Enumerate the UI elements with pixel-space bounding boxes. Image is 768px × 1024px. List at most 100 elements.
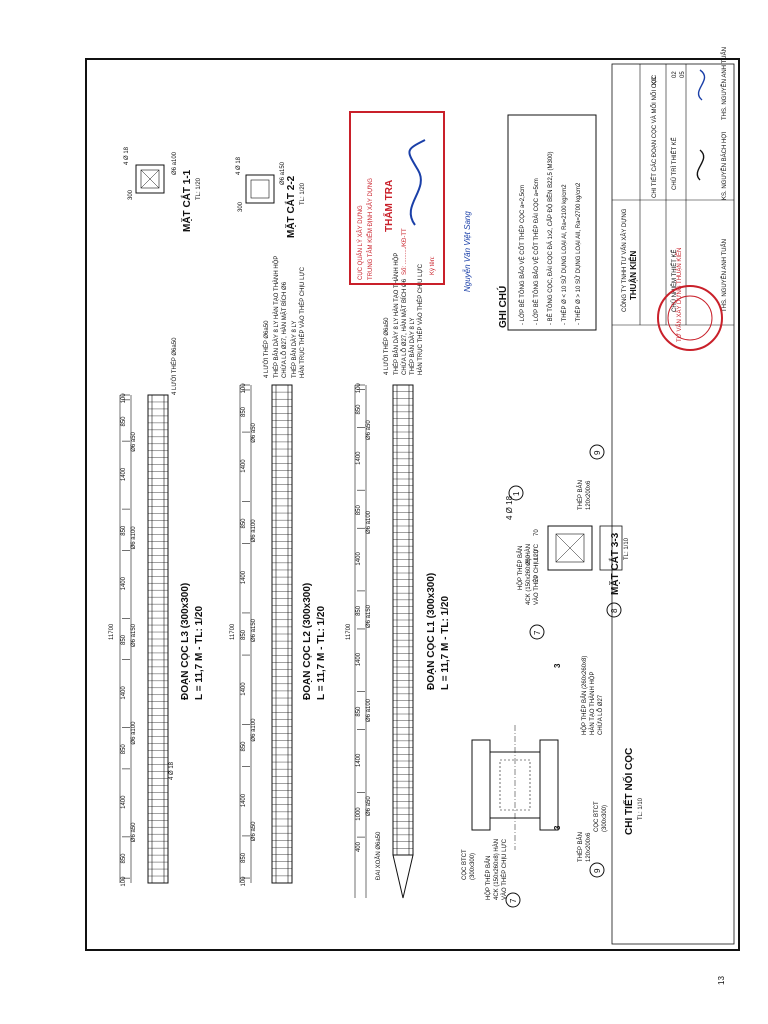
pile-l2-total: 11700 bbox=[230, 623, 236, 640]
stirrup-spacing: Ø6 a150 bbox=[366, 604, 372, 628]
company-stamp-inner bbox=[667, 295, 713, 341]
pile-l3-total: 11700 bbox=[109, 623, 115, 640]
joint-label-coc-bot: CỌC BTCT bbox=[594, 801, 600, 832]
review-stamp: CỤC QUẢN LÝ XÂY DỰNG TRUNG TÂM KIỂM ĐỊNH… bbox=[349, 111, 472, 292]
joint-label-ban-size: 120x200x6 bbox=[586, 832, 592, 862]
joint-section-mark-top: 3 bbox=[553, 663, 562, 668]
tb-role-2: CHỦ TRÌ THIẾT KẾ bbox=[671, 137, 678, 190]
segment-length: 100 bbox=[356, 383, 362, 394]
pile-l3: 11700 ĐOẠN CỌC L3 (300x300) L = 11,7 M -… bbox=[109, 337, 205, 887]
marker-1-label: 1 bbox=[512, 491, 521, 496]
pile-l2-callout-top: 4 LƯỚI THÉP Ø6a50 bbox=[263, 320, 270, 378]
stirrup-spacing: Ø6 a150 bbox=[131, 623, 137, 647]
note-line-4: - THÉP Ø < 10 SỬ DỤNG LOẠI AI, Ra=2100 k… bbox=[561, 184, 568, 325]
joint-detail: 3 3 CỌC BTCT (300x300) HỘP THÉP BẢN 4CK … bbox=[462, 543, 644, 908]
review-stamp-line1: CỤC QUẢN LÝ XÂY DỰNG bbox=[357, 205, 364, 280]
joint-label-hop-right-spec2: VÀO THÉP CHỊU LỰC bbox=[533, 543, 540, 605]
stirrup-spacing: Ø6 a100 bbox=[251, 718, 257, 742]
company-stamp-text: TƯ VẤN XÂY DỰNG THUẬN KIÊN bbox=[675, 248, 683, 342]
tb-signature-2 bbox=[697, 69, 706, 101]
joint-label-hop: HỘP THÉP BẢN bbox=[485, 856, 492, 900]
joint-label-hop2: HỘP THÉP BẢN (260x260x8) bbox=[581, 656, 588, 735]
pile-l2-callout-3: CHỪA LỖ Ø27, HÀN MẶT BÍCH Ø6 bbox=[281, 281, 288, 378]
segment-length: 850 bbox=[121, 416, 127, 427]
joint-label-hop2-c: CHỪA LỖ Ø27 bbox=[597, 694, 604, 735]
section-2-2-dim: 300 bbox=[238, 201, 244, 212]
segment-length: 100 bbox=[241, 383, 247, 394]
segment-length: 850 bbox=[241, 406, 247, 417]
company-stamp bbox=[657, 285, 723, 351]
section-1-1-outline bbox=[135, 164, 165, 194]
segment-length: 1400 bbox=[121, 795, 127, 809]
notes-title: GHI CHÚ bbox=[496, 286, 509, 328]
section-3-3-dim-b: 120 bbox=[534, 549, 540, 560]
joint-label-coc-top: CỌC BTCT bbox=[462, 849, 468, 880]
segment-length: 1400 bbox=[356, 552, 362, 566]
review-signature-stroke bbox=[408, 139, 426, 226]
segment-length: 100 bbox=[241, 876, 247, 887]
tb-company: CÔNG TY TNHH TƯ VẤN XÂY DỰNG bbox=[621, 208, 628, 312]
segment-length: 400 bbox=[356, 841, 362, 852]
marker-9-joint-label: 9 bbox=[593, 868, 602, 873]
stirrup-spacing: Ø6 a50 bbox=[131, 431, 137, 451]
stirrup-spacing: Ø6 a50 bbox=[366, 796, 372, 816]
segment-length: 850 bbox=[121, 744, 127, 755]
title-block-border bbox=[611, 63, 735, 945]
marker-7-left-label: 7 bbox=[509, 898, 518, 903]
pile-l1-callout-5: HÀN TRỤC THÉP VÀO THÉP CHỊU LỰC bbox=[417, 263, 424, 375]
segment-length: 850 bbox=[356, 505, 362, 516]
segment-length: 1400 bbox=[241, 793, 247, 807]
section-3-3-bar: 4 Ø 18 bbox=[505, 495, 514, 520]
segment-length: 850 bbox=[241, 629, 247, 640]
marker-9-label: 9 bbox=[593, 450, 602, 455]
stirrup-spacing: Ø6 a100 bbox=[366, 698, 372, 722]
section-1-1-dim: 300 bbox=[128, 189, 134, 200]
pile-l2-title: ĐOẠN CỌC L2 (300x300) bbox=[302, 583, 313, 700]
pile-l1-title: ĐOẠN CỌC L1 (300x300) bbox=[426, 573, 437, 690]
tb-company-name: THUẬN KIÊN bbox=[629, 250, 638, 300]
segment-length: 850 bbox=[121, 634, 127, 645]
marker-7-right bbox=[529, 624, 545, 640]
pile-l1-total: 11700 bbox=[346, 623, 352, 640]
tb-sheet-total: 05 bbox=[680, 71, 686, 78]
section-3-3-dim-c: 70 bbox=[534, 529, 540, 536]
joint-scale: TL: 1/10 bbox=[638, 797, 644, 820]
segment-length: 850 bbox=[241, 518, 247, 529]
marker-7-right-label: 7 bbox=[533, 630, 542, 635]
segment-length: 1400 bbox=[356, 753, 362, 767]
pile-l2-callout-5: HÀN TRỤC THÉP VÀO THÉP CHỊU LỰC bbox=[299, 266, 306, 378]
section-1-1-stirrup bbox=[140, 169, 160, 189]
section-2-2-stirrup bbox=[250, 179, 270, 199]
tb-name-2: KS. NGUYỄN BÁCH HỢI bbox=[721, 132, 728, 200]
section-3-3-outline bbox=[547, 525, 593, 571]
marker-7-left bbox=[505, 892, 521, 908]
section-1-1-bar: 4 Ø 18 bbox=[124, 146, 130, 165]
tb-signature bbox=[696, 149, 705, 181]
joint-label-hop2-b: HÀN TẠO THÀNH HỘP bbox=[589, 672, 596, 735]
pile-l1: 11700 ĐOẠN CỌC L1 (300x300) L = 11,7 M -… bbox=[346, 253, 451, 899]
pile-l3-segments: 1008501400850140085014008501400850100Ø6 … bbox=[121, 393, 137, 887]
section-2-2: MẶT CẮT 2-2 TL: 1/20 4 Ø 18 Ø6 a150 300 bbox=[236, 156, 306, 238]
joint-label-hop-spec2: VÀO THÉP CHỊU LỰC bbox=[501, 838, 508, 900]
pile-l2: 11700 ĐOẠN CỌC L2 (300x300) L = 11,7 M -… bbox=[230, 256, 327, 887]
pile-l2-scale: L = 11,7 M - TL: 1/20 bbox=[316, 606, 327, 700]
pile-l2-segments: 1008501400850140085014008501400850100Ø6 … bbox=[241, 383, 257, 887]
stirrup-spacing: Ø6 a50 bbox=[251, 422, 257, 442]
review-stamp-line4: Ký tên: bbox=[430, 256, 436, 275]
pile-l2-callout-4: THÉP BẢN DÀY 8 LY bbox=[291, 321, 298, 378]
section-2-2-title: MẶT CẮT 2-2 bbox=[284, 175, 297, 238]
section-3-3-dim-a: 70 bbox=[534, 575, 540, 582]
marker-8 bbox=[606, 602, 622, 618]
section-3-3-plate-size: 120x200x6 bbox=[586, 480, 592, 510]
note-line-2: - LỚP BÊ TÔNG BẢO VỆ CỐT THÉP ĐÀI CỌC a=… bbox=[532, 178, 540, 325]
stirrup-spacing: Ø6 a50 bbox=[366, 420, 372, 440]
segment-length: 1400 bbox=[356, 652, 362, 666]
segment-length: 1400 bbox=[241, 459, 247, 473]
segment-length: 850 bbox=[121, 853, 127, 864]
pile-l1-callout-4: THÉP BẢN DÀY 8 LY bbox=[409, 318, 416, 375]
notes-border bbox=[507, 114, 597, 331]
joint-pile-top bbox=[471, 739, 491, 831]
joint-label-coc-bot-size: (300x300) bbox=[602, 805, 608, 832]
pile-l1-scale: L = 11,7 M - TL: 1/20 bbox=[440, 596, 451, 690]
segment-length: 1400 bbox=[121, 576, 127, 590]
